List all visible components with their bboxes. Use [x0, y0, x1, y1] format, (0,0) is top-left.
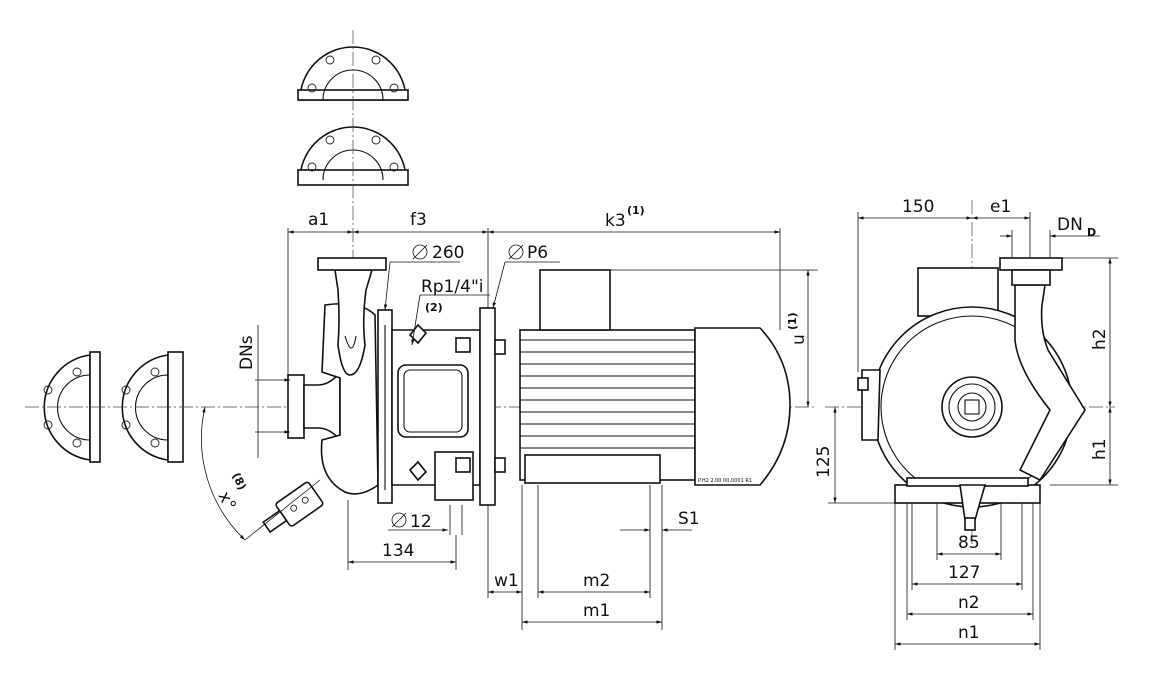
- pump-volute-casing: [287, 257, 387, 495]
- dim-150: 150: [857, 197, 972, 372]
- pump-front-view: [857, 257, 1086, 531]
- label-u-note: (1): [786, 312, 799, 330]
- electric-motor: P.H2 2.00 00.0001 R1: [519, 269, 791, 486]
- label-k3: k3: [605, 211, 626, 231]
- label-u: u: [789, 334, 809, 345]
- label-diameter-12: 12: [410, 512, 432, 532]
- label-f3: f3: [410, 210, 427, 230]
- label-h2: h2: [1090, 328, 1110, 350]
- label-s1: S1: [678, 509, 700, 529]
- dim-85: 85: [936, 503, 1002, 560]
- dim-m1: m1: [522, 485, 663, 630]
- dim-s1: S1: [620, 509, 700, 532]
- label-dnd: DN: [1057, 215, 1083, 235]
- label-150: 150: [902, 197, 934, 217]
- label-rp-note: (2): [425, 301, 443, 314]
- label-diameter-260: 260: [432, 243, 464, 263]
- label-rp: Rp1/4"i: [421, 277, 484, 297]
- dim-diameter-260: 260: [383, 243, 464, 311]
- label-m2: m2: [583, 571, 610, 591]
- pump-lantern: [391, 323, 481, 501]
- dim-h2: h2: [1062, 257, 1118, 407]
- label-h1: h1: [1090, 438, 1110, 460]
- dim-n2: n2: [906, 503, 1034, 620]
- label-127: 127: [948, 563, 980, 583]
- label-a1: a1: [308, 210, 329, 230]
- dim-rp: Rp1/4"i (2): [411, 277, 490, 346]
- label-e1: e1: [990, 197, 1011, 217]
- dim-u: u (1): [610, 269, 818, 407]
- label-diameter-p6: P6: [527, 243, 548, 263]
- drain-plug: [262, 481, 324, 534]
- label-85: 85: [958, 533, 980, 553]
- dim-diameter-p6: P6: [492, 243, 560, 309]
- dim-dnd: DN D: [1000, 215, 1100, 258]
- top-flange-view-upper: [297, 46, 409, 101]
- dim-diameter-12: 12: [388, 505, 463, 535]
- dim-e1: e1: [972, 197, 1031, 258]
- dim-127: 127: [911, 503, 1023, 590]
- dim-dns: DNs: [237, 325, 290, 458]
- label-m1: m1: [583, 601, 610, 621]
- label-k3-note: (1): [627, 204, 645, 217]
- label-n1: n1: [958, 623, 980, 643]
- label-125: 125: [814, 446, 834, 478]
- motor-flange: [479, 307, 506, 506]
- dim-134: 134: [347, 500, 457, 570]
- label-dnd-sub: D: [1087, 226, 1096, 239]
- dim-h1: h1: [1050, 407, 1118, 486]
- dim-n1: n1: [894, 503, 1041, 650]
- dim-m2: m2: [537, 485, 651, 598]
- label-angle: x°: [214, 488, 240, 513]
- dim-125: 125: [814, 407, 895, 504]
- label-dns: DNs: [237, 335, 257, 370]
- part-number: P.H2 2.00 00.0001 R1: [698, 478, 752, 484]
- dim-k3: k3 (1): [488, 204, 781, 330]
- dim-w1: w1: [487, 485, 523, 630]
- dim-a1: a1: [287, 210, 353, 375]
- label-134: 134: [382, 541, 414, 561]
- label-w1: w1: [494, 571, 519, 591]
- pump-back-plate: [377, 309, 393, 504]
- label-n2: n2: [958, 593, 980, 613]
